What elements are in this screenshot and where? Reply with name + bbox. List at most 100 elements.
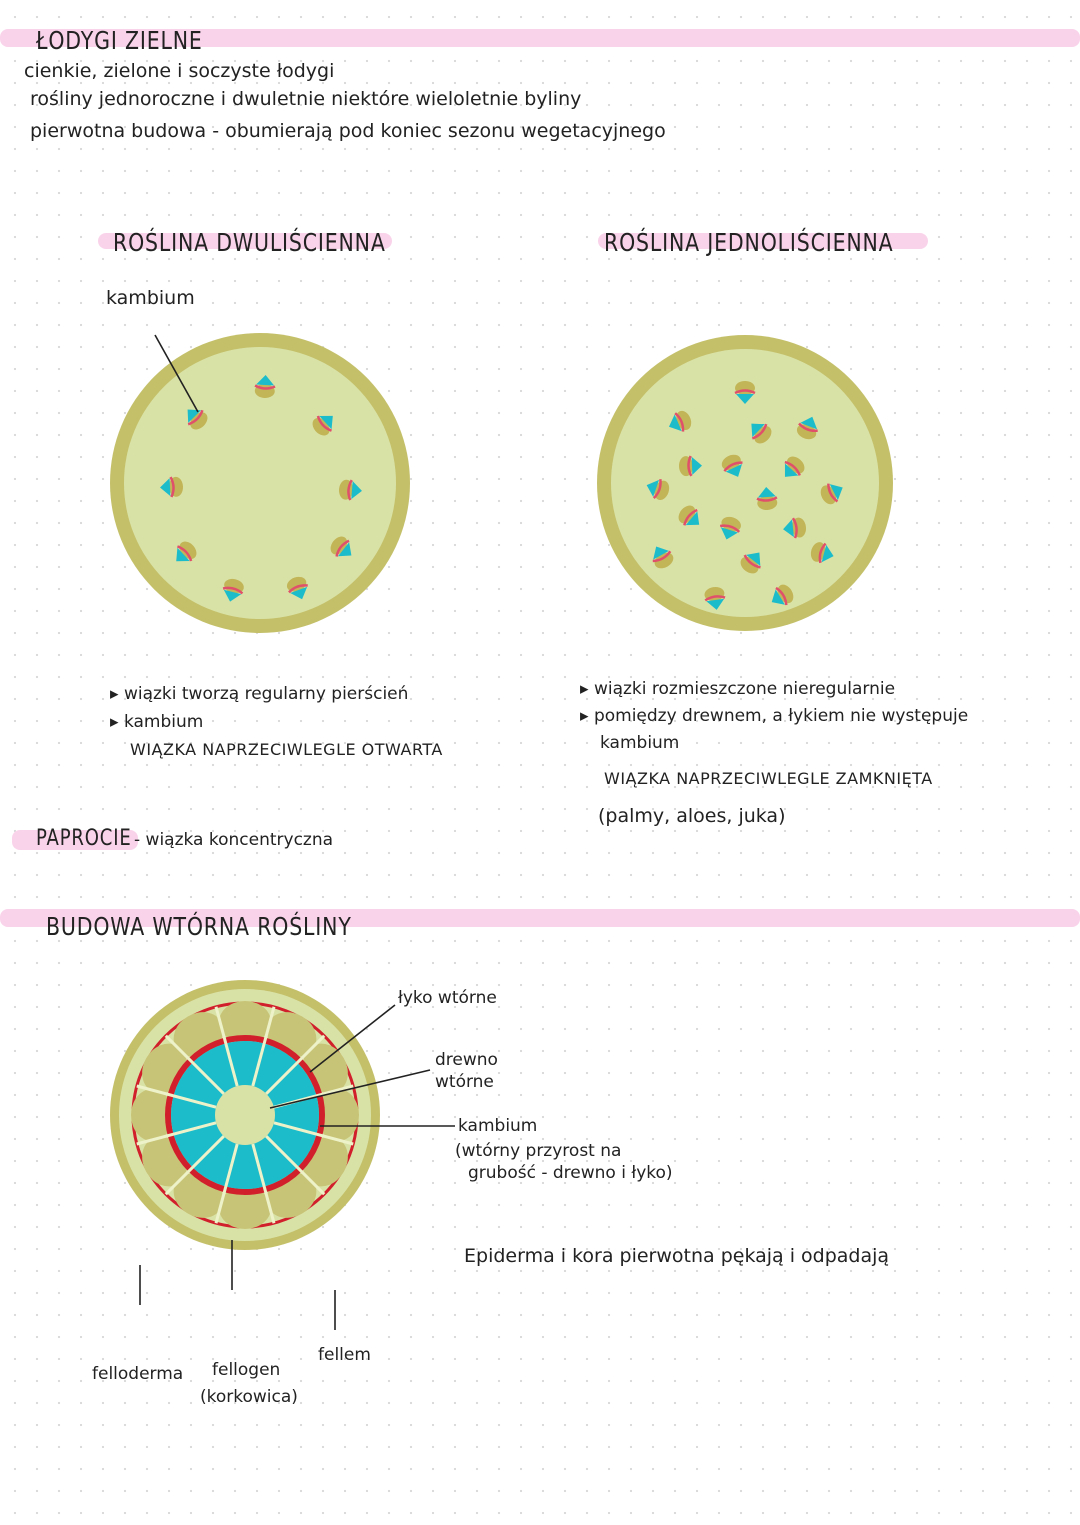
label-fellogen: fellogen: [212, 1360, 281, 1380]
label-epiderma: Epiderma i kora pierwotna pękają i odpad…: [464, 1245, 890, 1267]
monocot-stem-cross-section: [597, 335, 893, 631]
phloem: [654, 552, 674, 569]
monocot-bullet-2-text: pomiędzy drewnem, a łykiem nie występuje: [593, 706, 969, 726]
secondary-heading: BUDOWA WTÓRNA ROŚLINY: [46, 912, 352, 941]
vascular-bundle: [286, 576, 308, 600]
dicot-note: WIĄZKA NAPRZECIWLEGLE OTWARTA: [130, 740, 443, 759]
cambium-line: [687, 455, 693, 477]
vascular-bundle: [678, 505, 700, 526]
cambium-line: [723, 461, 743, 472]
cambium-line: [818, 542, 827, 564]
cambium-line: [756, 496, 778, 502]
drewno-pointer: [269, 1069, 431, 1109]
label-fellem: fellem: [318, 1345, 371, 1365]
xylem: [706, 598, 725, 610]
cambium-line: [652, 479, 662, 500]
xylem: [725, 464, 743, 477]
cambium-line: [784, 460, 801, 476]
xylem: [685, 511, 700, 526]
xylem: [691, 456, 702, 475]
vascular-bundle: [751, 423, 772, 444]
medullary-ray: [164, 1135, 225, 1196]
monocot-heading: ROŚLINA JEDNOLIŚCIENNA: [604, 228, 894, 257]
secondary-phloem-lobe: [219, 1187, 271, 1229]
cambium-line: [222, 586, 244, 595]
vascular-bundle: [704, 586, 726, 610]
label-drewno-2: wtórne: [435, 1072, 494, 1092]
cambium-line: [674, 412, 685, 432]
xylem: [653, 546, 669, 560]
cambium-line: [288, 584, 308, 594]
cambium-line: [827, 483, 839, 503]
vascular-bundle: [820, 483, 843, 505]
xylem: [256, 375, 275, 386]
cambium-line: [254, 384, 276, 390]
monocot-bullet-1: ▸ wiązki rozmieszczone nieregularnie: [580, 679, 896, 699]
monocot-heading-highlight: [598, 233, 928, 249]
dicot-bullet-1-text: wiązki tworzą regularny pierścień: [123, 684, 409, 704]
cambium-line: [335, 539, 350, 557]
ferns-highlight: [12, 830, 138, 850]
medullary-ray: [214, 1006, 239, 1087]
vascular-bundle: [771, 584, 794, 606]
monocot-bullet-2-cont: kambium: [600, 733, 680, 753]
phloem: [820, 485, 837, 505]
vascular-bundle: [810, 542, 834, 564]
page-title: ŁODYGI ZIELNE: [36, 26, 203, 55]
cambium-line: [187, 409, 204, 426]
cambium-line: [169, 476, 175, 498]
label-drewno-1: drewno: [435, 1050, 498, 1070]
xylem: [757, 487, 776, 498]
ferns-text: - wiązka koncentryczna: [134, 830, 334, 850]
dicot-bullet-2: ▸ kambium: [110, 712, 204, 732]
xylem: [187, 409, 202, 423]
medullary-ray: [273, 1121, 354, 1146]
xylem: [720, 527, 739, 540]
phloem: [721, 454, 741, 470]
medullary-ray: [136, 1084, 217, 1109]
xylem: [223, 589, 242, 602]
dicot-heading: ROŚLINA DWULIŚCIENNA: [113, 228, 386, 257]
dicot-bullet-2-text: kambium: [123, 712, 204, 732]
vascular-bundle: [646, 479, 670, 501]
vascular-bundle: [740, 552, 761, 574]
vascular-bundle: [734, 381, 756, 404]
xylem: [646, 479, 660, 497]
phloem: [654, 480, 670, 501]
vascular-bundle: [783, 517, 807, 539]
xylem: [829, 484, 843, 501]
header-line-3: pierwotna budowa - obumierają pod koniec…: [30, 120, 666, 142]
vascular-bundle: [254, 375, 276, 399]
xylem: [751, 423, 765, 438]
xylem: [319, 415, 333, 430]
dicot-stem-cross-section: [110, 333, 410, 633]
label-lyko: łyko wtórne: [398, 988, 497, 1008]
xylem: [800, 416, 818, 430]
cambium-line: [316, 415, 332, 432]
vascular-bundle: [796, 416, 818, 440]
cambium-line: [683, 508, 698, 526]
medullary-ray: [251, 1143, 276, 1224]
label-kambium-secondary: kambium: [458, 1116, 538, 1136]
cambium-line: [798, 422, 818, 433]
medullary-ray: [164, 1034, 225, 1095]
medullary-ray: [265, 1034, 326, 1095]
vascular-bundle: [187, 409, 208, 430]
secondary-highlight: [0, 909, 1080, 927]
header-line-1: cienkie, zielone i soczyste łodygi: [24, 60, 335, 82]
cambium-line: [751, 423, 768, 440]
secondary-phloem-lobe: [219, 1001, 271, 1043]
label-felloderma: felloderma: [92, 1364, 184, 1384]
vascular-bundle: [678, 455, 702, 477]
vascular-bundle: [312, 415, 333, 436]
cambium-line: [743, 554, 761, 569]
medullary-ray: [251, 1006, 276, 1087]
monocot-bullet-2: ▸ pomiędzy drewnem, a łykiem nie występu…: [580, 706, 969, 726]
label-kambium-desc-2: grubość - drewno i łyko): [468, 1163, 673, 1183]
xylem: [160, 478, 171, 497]
vascular-bundle: [160, 476, 184, 498]
monocot-bullet-1-text: wiązki rozmieszczone nieregularnie: [593, 679, 896, 699]
xylem: [771, 589, 785, 605]
cambium-line: [775, 586, 788, 606]
